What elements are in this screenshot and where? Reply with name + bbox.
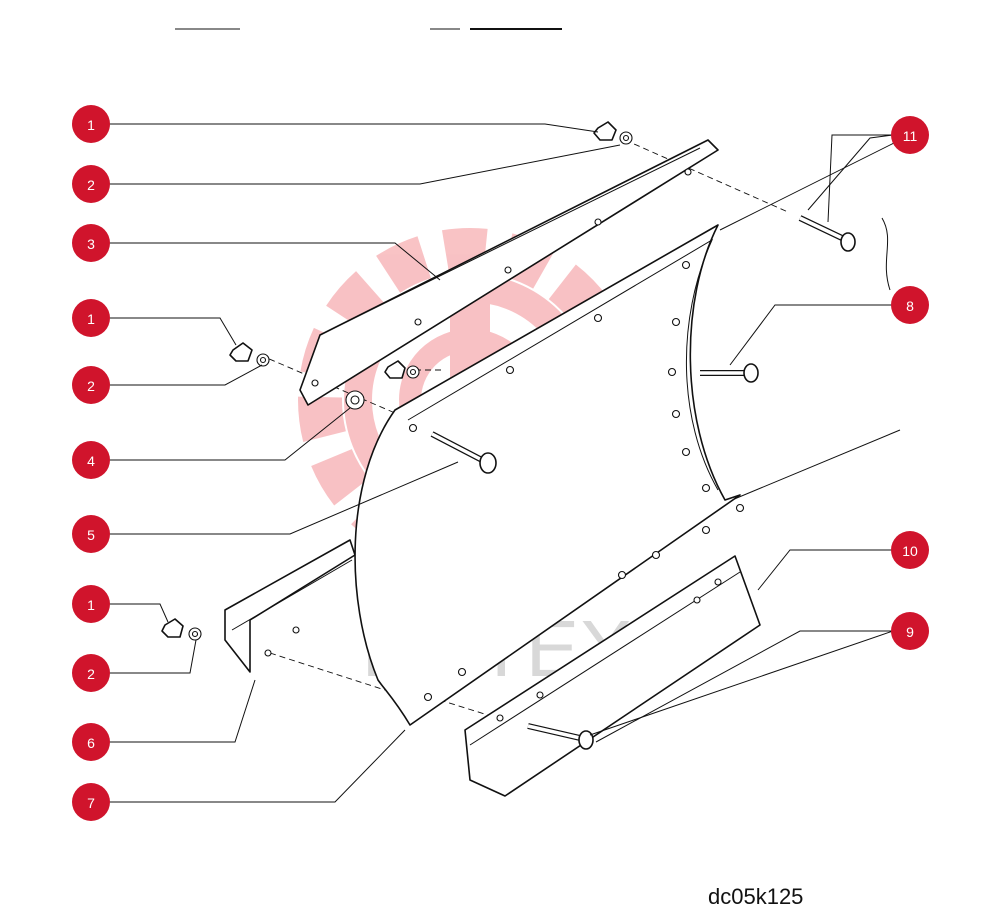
callout-10: 10 [891, 531, 929, 569]
hardware-bolts [430, 215, 856, 750]
svg-text:2: 2 [87, 378, 95, 394]
part-10-cutting-edge [464, 555, 761, 797]
callout-7: 7 [72, 783, 110, 821]
callout-2-bottom: 2 [72, 654, 110, 692]
callout-11: 11 [891, 116, 929, 154]
callout-1-middle: 1 [72, 299, 110, 337]
callout-6: 6 [72, 723, 110, 761]
svg-text:6: 6 [87, 735, 95, 751]
part-3-upper-bar [299, 139, 719, 406]
part-7-moldboard [354, 224, 745, 726]
svg-text:3: 3 [87, 236, 95, 252]
part-6-lower-angle [224, 539, 356, 673]
callout-4: 4 [72, 441, 110, 479]
callout-1-bottom: 1 [72, 585, 110, 623]
svg-text:10: 10 [902, 543, 918, 559]
svg-text:1: 1 [87, 597, 95, 613]
callout-3: 3 [72, 224, 110, 262]
svg-text:2: 2 [87, 177, 95, 193]
svg-text:1: 1 [87, 311, 95, 327]
svg-text:2: 2 [87, 666, 95, 682]
callout-8: 8 [891, 286, 929, 324]
callout-5: 5 [72, 515, 110, 553]
svg-text:7: 7 [87, 795, 95, 811]
svg-text:5: 5 [87, 527, 95, 543]
callout-1-top: 1 [72, 105, 110, 143]
leader-lines [110, 123, 894, 803]
callout-2-top: 2 [72, 165, 110, 203]
svg-text:8: 8 [906, 298, 914, 314]
svg-text:9: 9 [906, 624, 914, 640]
svg-text:1: 1 [87, 117, 95, 133]
callout-9: 9 [891, 612, 929, 650]
hardware-nuts-washers [161, 121, 633, 641]
callout-2-middle: 2 [72, 366, 110, 404]
svg-text:11: 11 [903, 128, 918, 144]
drawing-code-label: dc05k125 [708, 884, 804, 909]
svg-text:4: 4 [87, 453, 95, 469]
